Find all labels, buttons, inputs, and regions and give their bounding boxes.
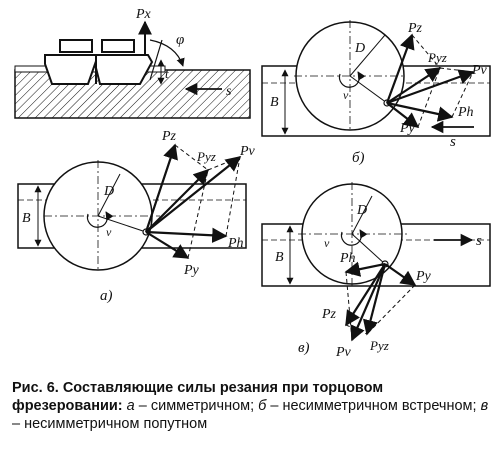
side-view-diagram: Px φ t s: [14, 7, 251, 119]
d-dim-b: [349, 34, 386, 77]
d-dim-a: [97, 173, 121, 217]
py-label-c: Py: [415, 269, 432, 284]
rotation-arc-a: [86, 211, 114, 228]
cutting-forces-figure: Px φ t s D v B: [14, 7, 491, 360]
pz-label-c: Pz: [321, 307, 337, 322]
py-label-b: Py: [399, 121, 416, 136]
pz-label-a: Pz: [161, 129, 177, 144]
caption-title: Рис. 6. Составляющие силы резания при то…: [12, 380, 384, 414]
s-label-top: s: [226, 84, 232, 99]
v-label-b: v: [343, 88, 349, 102]
diagram-a: D v B Pz Pyz Pv Ph Py а): [17, 129, 256, 304]
caption-c-text: – несимметричном попутном: [12, 416, 208, 432]
d-label-a: D: [103, 184, 114, 199]
ph-label-c: Ph: [339, 251, 356, 266]
phi-label: φ: [176, 32, 184, 48]
b-label-c: B: [275, 250, 284, 265]
pv-label-b: Pv: [471, 63, 488, 78]
radius-c: [351, 233, 386, 265]
pz-vector-b: [385, 33, 415, 104]
ph-label-b: Ph: [457, 105, 474, 120]
pyz-label-c: Pyz: [369, 338, 389, 353]
s-label-c: s: [476, 233, 482, 249]
diagram-b: D v B Pz Pyz Pv Ph Py s б): [261, 20, 491, 166]
pv-vector-c: [350, 263, 387, 342]
py-vector-a: [145, 231, 190, 259]
pv-vector-a: [145, 156, 242, 233]
py-vector-c: [384, 263, 417, 286]
cutter-body: [44, 39, 154, 85]
py-vector-b: [386, 102, 420, 128]
caption-b-letter: б: [258, 398, 267, 414]
pyz-label-a: Pyz: [196, 149, 216, 164]
pv-label-a: Pv: [239, 144, 256, 159]
ph-label-a: Ph: [227, 236, 244, 251]
v-label-a: v: [106, 225, 112, 239]
s-label-b: s: [450, 134, 456, 150]
d-label-b: D: [354, 41, 365, 56]
pv-vector-b: [386, 69, 475, 105]
pyz-vector-a: [145, 168, 210, 233]
b-label-b: B: [270, 95, 279, 110]
diagram-c: D v B s Ph Py Pz Pv Pyz в): [261, 182, 491, 360]
figure-caption: Рис. 6. Составляющие силы резания при то…: [12, 379, 492, 433]
pyz-vector-b: [386, 67, 442, 104]
phi-edge-line: [149, 39, 163, 81]
py-label-a: Py: [183, 263, 200, 278]
tag-c: в): [298, 340, 310, 356]
caption-a-letter: а: [126, 398, 135, 414]
caption-b-text: – несимметричном встречном;: [266, 398, 481, 414]
pyz-vector-c: [362, 263, 387, 336]
t-label: t: [165, 66, 169, 81]
rotation-arc-b: [338, 71, 366, 88]
tag-a: а): [100, 288, 113, 304]
d-dim-c: [351, 195, 373, 235]
pv-label-c: Pv: [335, 345, 352, 360]
caption-c-letter: в: [480, 398, 489, 414]
pz-label-b: Pz: [407, 21, 423, 36]
ph-vector-c: [344, 261, 386, 277]
tag-b: б): [352, 150, 365, 166]
ph-vector-a: [145, 227, 228, 243]
v-label-c: v: [324, 236, 330, 250]
pyz-label-b: Pyz: [427, 50, 447, 65]
pz-vector-a: [144, 143, 178, 233]
rotation-arc-c: [340, 229, 368, 246]
px-label: Px: [135, 7, 152, 22]
b-label-a: B: [22, 211, 31, 226]
radius-b: [349, 75, 388, 104]
phi-arc: [149, 39, 185, 67]
pz-vector-c: [345, 263, 386, 327]
d-label-c: D: [356, 203, 367, 218]
ph-vector-b: [386, 101, 454, 122]
caption-a-text: – симметричном;: [134, 398, 259, 414]
